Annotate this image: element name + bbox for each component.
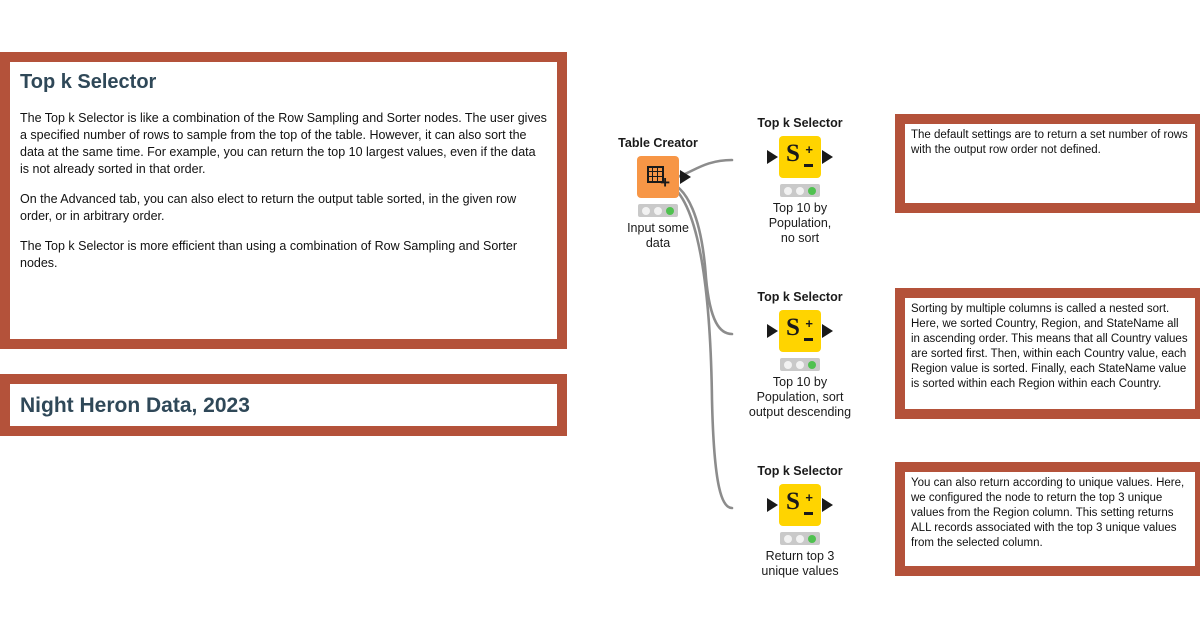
node-top-k-selector-3-body[interactable]: S + — [740, 483, 860, 527]
node-top-k-selector-3-label: Return top 3 unique values — [761, 549, 839, 579]
top-k-selector-icon[interactable]: S + — [767, 136, 833, 179]
note-default-settings-text: The default settings are to return a set… — [911, 129, 1188, 156]
node-top-k-selector-1-body[interactable]: S + — [740, 135, 860, 179]
node-table-creator-status — [638, 204, 678, 218]
node-top-k-selector-2[interactable]: Top k Selector S + Top 10 by Population,… — [740, 290, 860, 420]
page-title: Top k Selector — [20, 71, 157, 93]
note-default-settings-box[interactable]: The default settings are to return a set… — [895, 114, 1200, 213]
minus-icon — [804, 164, 813, 168]
plus-icon: + — [805, 490, 813, 506]
top-k-selector-icon[interactable]: S + — [767, 310, 833, 353]
status-dot-idle — [641, 206, 651, 216]
input-port[interactable] — [767, 498, 778, 513]
node-top-k-selector-2-status — [780, 358, 820, 372]
node-top-k-selector-2-title: Top k Selector — [757, 290, 843, 304]
node-top-k-selector-1-status — [780, 184, 820, 198]
plus-icon: + — [660, 173, 670, 193]
minus-icon — [804, 338, 813, 342]
node-table-creator[interactable]: Table Creator + Input some data — [598, 136, 718, 251]
plus-icon: + — [805, 142, 813, 158]
node-top-k-selector-1-title: Top k Selector — [757, 116, 843, 130]
description-paragraph-2: On the Advanced tab, you can also elect … — [20, 192, 517, 223]
node-top-k-selector-2-body[interactable]: S + — [740, 309, 860, 353]
description-annotation-box[interactable]: Top k Selector The Top k Selector is lik… — [0, 52, 567, 349]
note-unique-values-text: You can also return according to unique … — [911, 477, 1185, 549]
input-port[interactable] — [767, 150, 778, 165]
node-table-creator-title: Table Creator — [618, 136, 698, 150]
table-creator-icon[interactable]: + — [637, 156, 691, 199]
note-unique-values-box[interactable]: You can also return according to unique … — [895, 462, 1200, 576]
sort-letter-icon: S + — [786, 140, 813, 168]
node-top-k-selector-2-label: Top 10 by Population, sort output descen… — [748, 375, 852, 420]
sort-letter-icon: S + — [786, 314, 813, 342]
node-top-k-selector-1[interactable]: Top k Selector S + Top 10 by Population,… — [740, 116, 860, 246]
output-port[interactable] — [822, 498, 833, 513]
sort-letter-icon: S + — [786, 488, 813, 516]
note-nested-sort-content: Sorting by multiple columns is called a … — [905, 298, 1195, 409]
status-dot-idle — [783, 534, 793, 544]
note-default-settings-content: The default settings are to return a set… — [905, 124, 1195, 203]
description-paragraph-3: The Top k Selector is more efficient tha… — [20, 239, 518, 270]
description-annotation-content: Top k Selector The Top k Selector is lik… — [10, 62, 557, 339]
note-nested-sort-text: Sorting by multiple columns is called a … — [911, 303, 1188, 390]
status-dot-idle — [783, 186, 793, 196]
node-top-k-selector-3-status — [780, 532, 820, 546]
status-dot-configured — [795, 534, 805, 544]
status-dot-configured — [653, 206, 663, 216]
subtitle-annotation-box[interactable]: Night Heron Data, 2023 — [0, 374, 567, 436]
status-dot-idle — [783, 360, 793, 370]
minus-icon — [804, 512, 813, 516]
node-top-k-selector-3[interactable]: Top k Selector S + Return top 3 unique v… — [740, 464, 860, 579]
output-port[interactable] — [822, 324, 833, 339]
plus-icon: + — [805, 316, 813, 332]
output-port[interactable] — [822, 150, 833, 165]
status-dot-configured — [795, 186, 805, 196]
note-nested-sort-box[interactable]: Sorting by multiple columns is called a … — [895, 288, 1200, 419]
status-dot-configured — [795, 360, 805, 370]
node-table-creator-label: Input some data — [627, 221, 689, 251]
status-dot-executed — [807, 360, 817, 370]
output-port[interactable] — [680, 170, 691, 185]
status-dot-executed — [665, 206, 675, 216]
status-dot-executed — [807, 534, 817, 544]
workflow-canvas[interactable]: Table Creator + Input some data Top k Se… — [580, 100, 900, 600]
top-k-selector-icon[interactable]: S + — [767, 484, 833, 527]
status-dot-executed — [807, 186, 817, 196]
node-table-creator-body[interactable]: + — [598, 155, 718, 199]
dataset-title: Night Heron Data, 2023 — [20, 394, 250, 417]
note-unique-values-content: You can also return according to unique … — [905, 472, 1195, 566]
node-top-k-selector-3-title: Top k Selector — [757, 464, 843, 478]
input-port[interactable] — [767, 324, 778, 339]
subtitle-annotation-content: Night Heron Data, 2023 — [10, 384, 557, 426]
description-paragraph-1: The Top k Selector is like a combination… — [20, 111, 547, 176]
node-top-k-selector-1-label: Top 10 by Population, no sort — [768, 201, 832, 246]
table-grid-icon: + — [647, 166, 670, 191]
